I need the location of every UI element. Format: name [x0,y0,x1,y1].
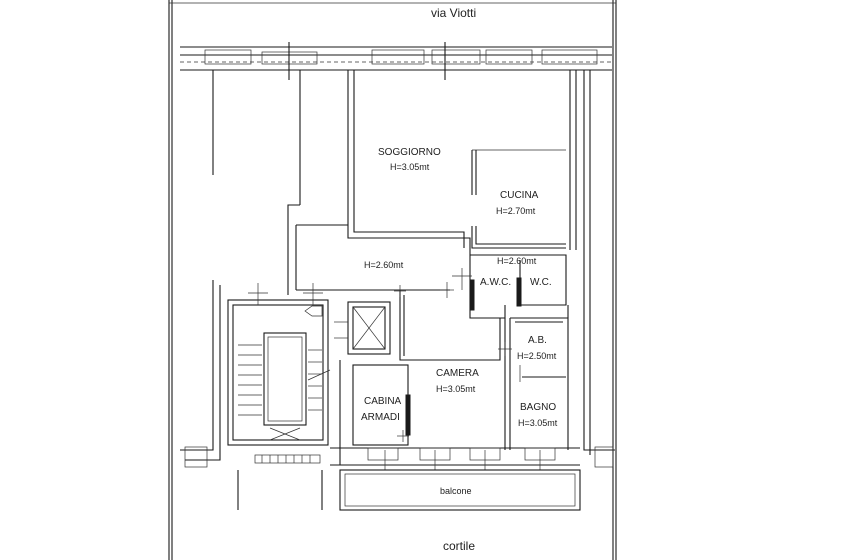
door-markers [248,268,566,470]
room-bagno-height: H=3.05mt [518,418,558,428]
room-ab-height: H=2.50mt [517,351,557,361]
room-cucina-height: H=2.70mt [496,206,536,216]
room-cabina-name-line1: CABINA [364,396,402,407]
room-cabina-name-line2: ARMADI [361,412,400,423]
stairwell [227,299,331,464]
room-ab-name: A.B. [528,335,547,346]
room-balcone-name: balcone [440,486,472,496]
building-outline [168,0,617,560]
room-wc-name: W.C. [530,277,552,288]
room-camera-height: H=3.05mt [436,384,476,394]
room-awc-height: H=2.60mt [497,256,537,266]
room-corridoio-height: H=2.60mt [364,260,404,270]
room-camera-name: CAMERA [436,368,479,379]
room-soggiorno-name: SOGGIORNO [378,147,441,158]
room-awc-name: A.W.C. [480,277,511,288]
street-cortile: cortile [443,539,475,553]
room-soggiorno-height: H=3.05mt [390,162,430,172]
room-cucina-name: CUCINA [500,190,539,201]
street-via-viotti: via Viotti [431,6,476,20]
lift [334,301,391,355]
room-bagno-name: BAGNO [520,402,556,413]
apartment-walls [287,70,580,466]
balcone [237,469,581,511]
